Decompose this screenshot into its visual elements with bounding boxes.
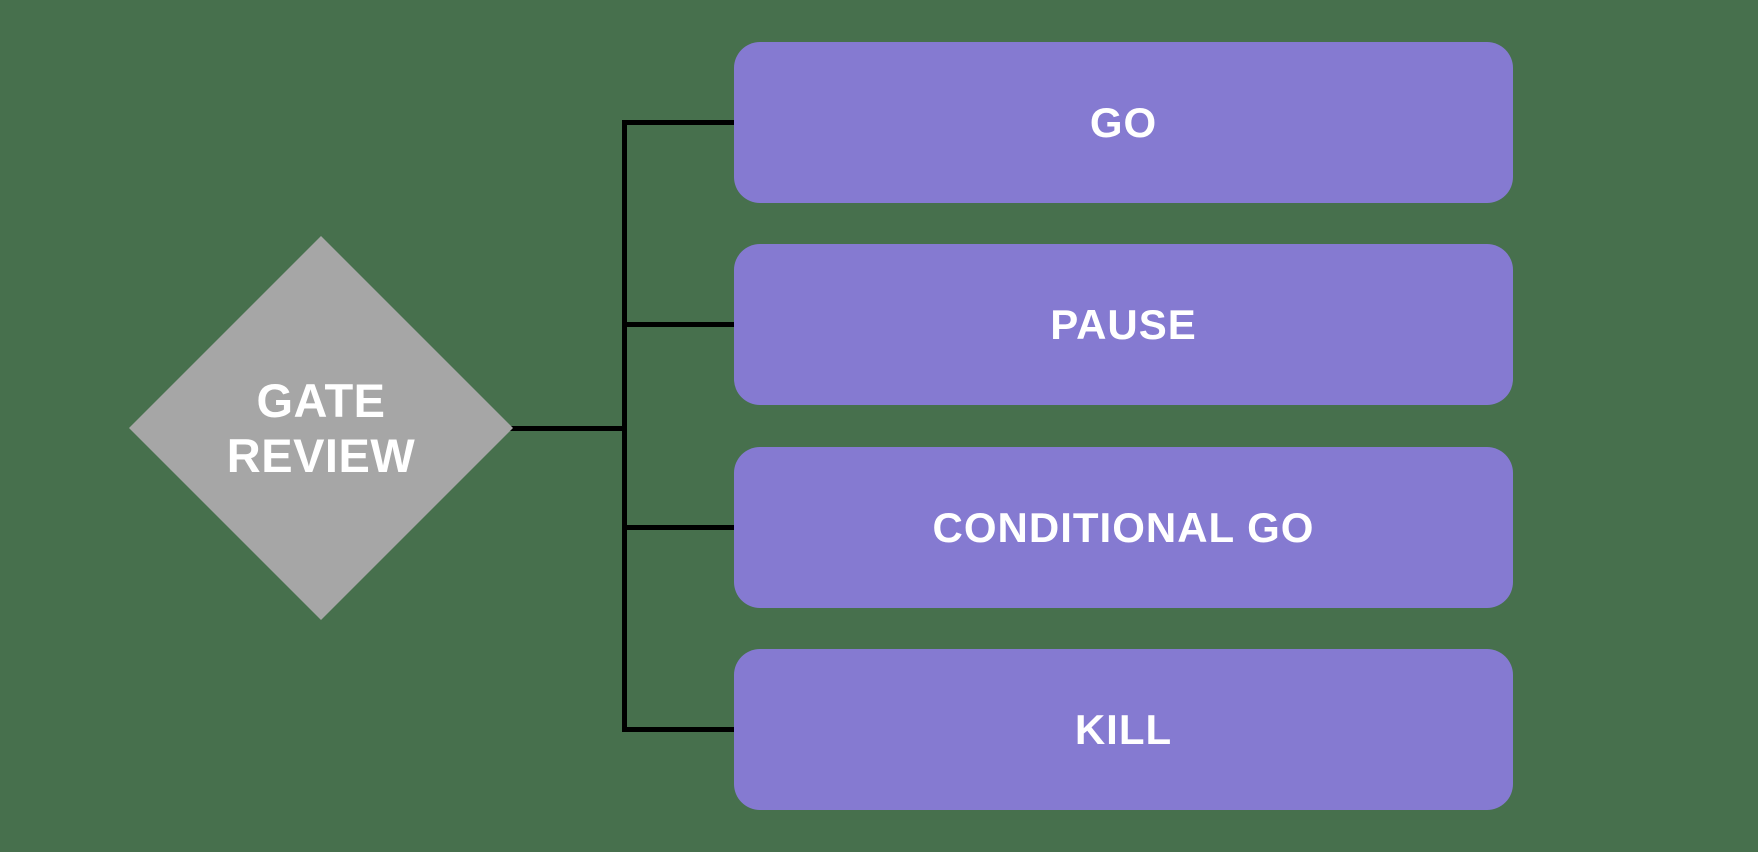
connector-decision-to-trunk <box>508 426 626 431</box>
connector-branch-pause <box>622 322 736 327</box>
connector-branch-kill <box>622 727 736 732</box>
decision-node-label: GATE REVIEW <box>226 373 416 482</box>
decision-node: GATE REVIEW <box>129 236 513 620</box>
outcome-node-kill-label: KILL <box>1074 705 1173 753</box>
outcome-node-conditional-go-label: CONDITIONAL GO <box>932 503 1315 551</box>
outcome-node-conditional-go: CONDITIONAL GO <box>734 447 1513 608</box>
outcome-node-pause-label: PAUSE <box>1050 300 1197 348</box>
connector-branch-conditional-go <box>622 525 736 530</box>
connector-branch-go <box>622 120 736 125</box>
outcome-node-go: GO <box>734 42 1513 203</box>
outcome-node-go-label: GO <box>1089 98 1158 146</box>
connector-trunk <box>622 120 627 732</box>
outcome-node-kill: KILL <box>734 649 1513 810</box>
outcome-node-pause: PAUSE <box>734 244 1513 405</box>
